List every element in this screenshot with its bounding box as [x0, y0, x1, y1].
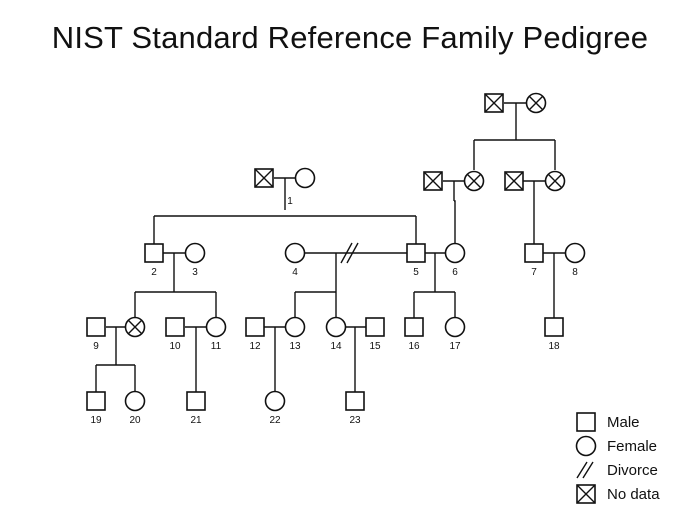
individual-label: 3 — [192, 267, 198, 278]
individual-label: 6 — [452, 267, 458, 278]
male-symbol — [144, 243, 164, 263]
female-symbol — [325, 316, 347, 338]
individual-label: 9 — [93, 341, 99, 352]
divorce-mark — [340, 242, 359, 264]
legend-female-icon — [575, 435, 597, 457]
male-symbol — [406, 243, 426, 263]
descent-line — [294, 253, 337, 318]
legend-label: No data — [607, 486, 660, 503]
legend-male-icon — [576, 412, 596, 432]
individual-label: 8 — [572, 267, 578, 278]
sibship-line — [153, 215, 417, 244]
individual-label: 2 — [151, 267, 157, 278]
individual-label: 19 — [90, 415, 102, 426]
female-symbol — [124, 390, 146, 412]
individual-label: 17 — [449, 341, 461, 352]
individual-label: 1 — [287, 196, 293, 207]
female-symbol — [284, 242, 306, 264]
no-data-male-symbol — [423, 171, 443, 191]
no-data-female-symbol — [544, 170, 566, 192]
female-symbol — [264, 390, 286, 412]
female-symbol — [184, 242, 206, 264]
individual-label: 11 — [211, 341, 222, 352]
male-symbol — [86, 391, 106, 411]
female-symbol — [444, 242, 466, 264]
descent-line — [413, 253, 456, 318]
individual-label: 16 — [408, 341, 420, 352]
individual-label: 21 — [190, 415, 202, 426]
legend-label: Male — [607, 414, 640, 431]
individual-label: 10 — [169, 341, 181, 352]
no-data-male-symbol — [484, 93, 504, 113]
descent-line — [95, 327, 136, 392]
individual-label: 15 — [369, 341, 381, 352]
individual-label: 7 — [531, 267, 537, 278]
legend-label: Female — [607, 438, 657, 455]
descent-line — [473, 103, 556, 170]
individual-label: 14 — [330, 341, 342, 352]
male-symbol — [165, 317, 185, 337]
male-symbol — [524, 243, 544, 263]
legend-divorce-icon — [576, 461, 594, 479]
no-data-male-symbol — [504, 171, 524, 191]
no-data-female-symbol — [124, 316, 146, 338]
female-symbol — [284, 316, 306, 338]
no-data-female-symbol — [525, 92, 547, 114]
individual-label: 5 — [413, 267, 419, 278]
individual-label: 13 — [289, 341, 301, 352]
descent-line — [453, 181, 456, 244]
female-symbol — [205, 316, 227, 338]
male-symbol — [365, 317, 385, 337]
female-symbol — [564, 242, 586, 264]
individual-label: 20 — [129, 415, 141, 426]
male-symbol — [404, 317, 424, 337]
male-symbol — [245, 317, 265, 337]
individual-label: 18 — [548, 341, 560, 352]
no-data-male-symbol — [254, 168, 274, 188]
individual-label: 22 — [269, 415, 281, 426]
male-symbol — [86, 317, 106, 337]
legend-label: Divorce — [607, 462, 658, 479]
descent-line — [134, 253, 217, 318]
male-symbol — [345, 391, 365, 411]
individual-label: 4 — [292, 267, 298, 278]
individual-label: 23 — [349, 415, 361, 426]
female-symbol — [444, 316, 466, 338]
male-symbol — [186, 391, 206, 411]
pedigree-lines — [95, 102, 566, 392]
legend-no-data-icon — [576, 484, 596, 504]
page-title: NIST Standard Reference Family Pedigree — [51, 20, 649, 55]
male-symbol — [544, 317, 564, 337]
no-data-female-symbol — [463, 170, 485, 192]
female-symbol — [294, 167, 316, 189]
individual-label: 12 — [249, 341, 261, 352]
